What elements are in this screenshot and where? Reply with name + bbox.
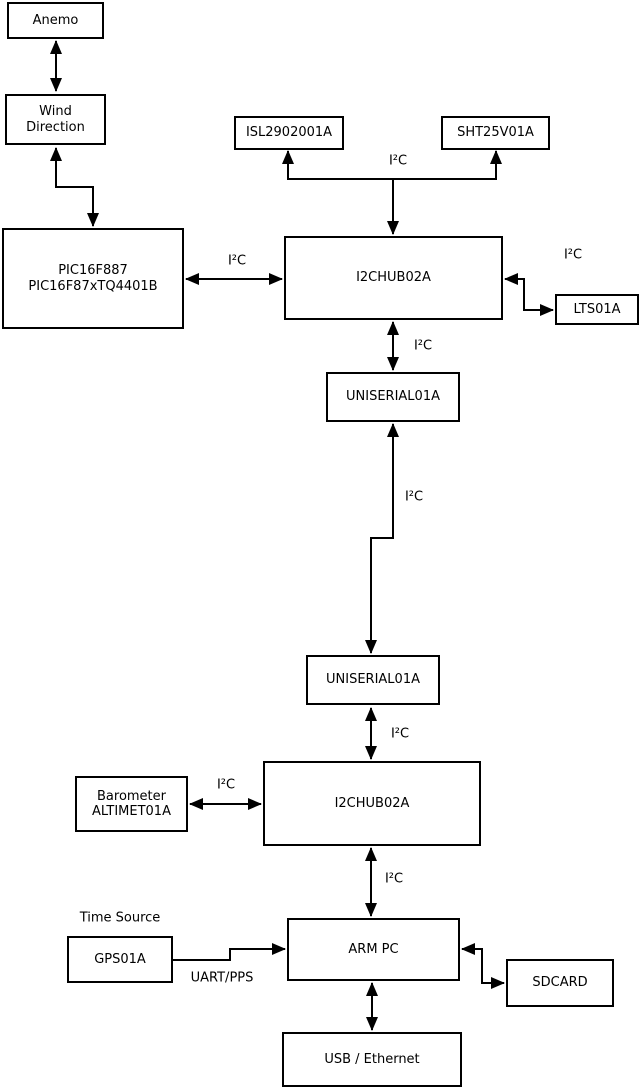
- node-usb-ethernet: USB / Ethernet: [282, 1032, 462, 1087]
- node-anemo-label: Anemo: [32, 12, 79, 28]
- node-uniserial01a-bottom: UNISERIAL01A: [306, 655, 440, 705]
- node-usb-ethernet-label: USB / Ethernet: [324, 1051, 420, 1067]
- node-arm-pc: ARM PC: [287, 918, 460, 981]
- node-sdcard-label: SDCARD: [532, 975, 588, 991]
- node-barometer-altimet01a: Barometer ALTIMET01A: [75, 776, 188, 832]
- node-i2chub02a-top-label: I2CHUB02A: [356, 270, 431, 286]
- connector-winddirection-pic: [50, 147, 99, 227]
- label-time-source: Time Source: [79, 910, 161, 926]
- edge-label-i2c-hub-lts: I²C: [563, 247, 583, 263]
- node-uniserial01a-top-label: UNISERIAL01A: [346, 389, 440, 405]
- node-uniserial01a-bottom-label: UNISERIAL01A: [326, 672, 420, 688]
- edge-label-i2c-pic-hub: I²C: [227, 253, 247, 269]
- node-barometer-altimet01a-label: Barometer ALTIMET01A: [92, 788, 171, 819]
- node-i2chub02a-bottom: I2CHUB02A: [263, 761, 481, 846]
- connector-i2chub-top-lts: [504, 273, 554, 316]
- node-sht25v01a-label: SHT25V01A: [457, 125, 534, 141]
- node-lts01a: LTS01A: [555, 294, 639, 325]
- connector-gps-armpc: [173, 943, 286, 961]
- node-uniserial01a-top: UNISERIAL01A: [326, 372, 460, 422]
- node-anemo: Anemo: [7, 2, 104, 39]
- node-isl2902001a: ISL2902001A: [234, 116, 344, 150]
- node-gps01a: GPS01A: [67, 936, 173, 983]
- edge-label-i2c-isl-sht: I²C: [388, 153, 408, 169]
- edge-label-uart-pps: UART/PPS: [190, 970, 254, 986]
- connector-armpc-sdcard: [461, 943, 505, 989]
- node-wind-direction: Wind Direction: [5, 94, 106, 145]
- node-lts01a-label: LTS01A: [573, 301, 621, 317]
- node-i2chub02a-top: I2CHUB02A: [284, 236, 503, 320]
- edge-label-i2c-hub-armpc: I²C: [384, 871, 404, 887]
- edge-label-i2c-uniserial-link: I²C: [404, 489, 424, 505]
- node-pic16f887: PIC16F887 PIC16F87xTQ4401B: [2, 228, 184, 329]
- edge-label-i2c-hub-uniserial-top: I²C: [413, 338, 433, 354]
- node-sht25v01a: SHT25V01A: [441, 116, 550, 150]
- connector-uniserial-top-uniserial-bottom: [365, 423, 399, 654]
- node-arm-pc-label: ARM PC: [348, 941, 399, 957]
- node-gps01a-label: GPS01A: [94, 951, 146, 967]
- node-sdcard: SDCARD: [506, 959, 614, 1007]
- node-pic16f887-label: PIC16F887 PIC16F87xTQ4401B: [28, 263, 158, 294]
- edge-label-i2c-barometer-hub: I²C: [216, 777, 236, 793]
- edge-label-i2c-uniserial-hub-bottom: I²C: [390, 726, 410, 742]
- node-i2chub02a-bottom-label: I2CHUB02A: [334, 795, 410, 811]
- node-wind-direction-label: Wind Direction: [26, 104, 85, 135]
- node-isl2902001a-label: ISL2902001A: [245, 125, 333, 141]
